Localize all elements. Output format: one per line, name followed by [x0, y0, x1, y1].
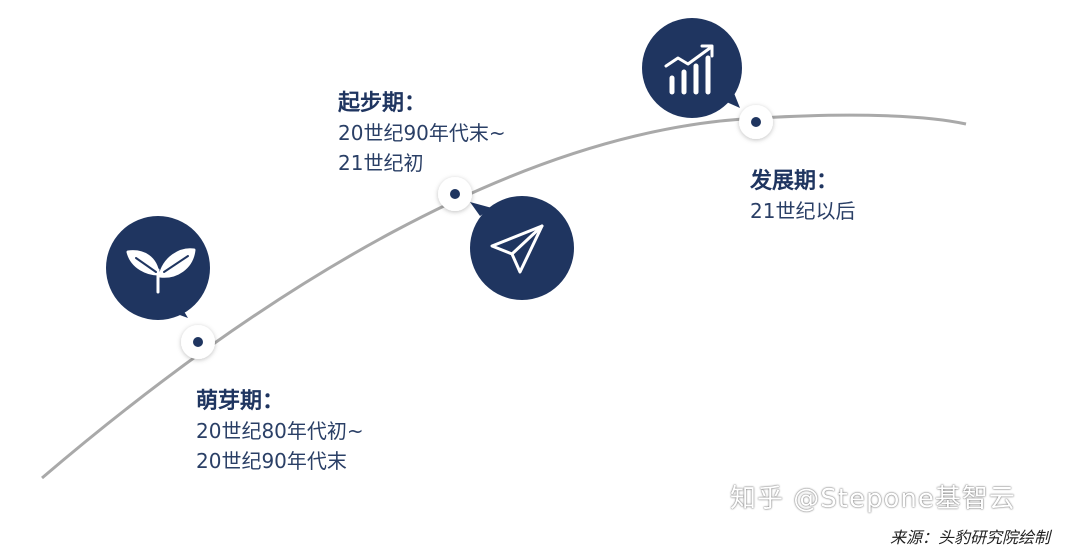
paper-plane-icon — [490, 224, 544, 274]
stage-title: 起步期： — [338, 91, 427, 116]
sprout-bubble — [106, 216, 210, 320]
marker-growth-dot — [751, 117, 761, 127]
stage-period-line: 21世纪初 — [338, 151, 424, 175]
stage-period-line: 20世纪90年代末~ — [338, 121, 506, 145]
paper-plane-bubble — [470, 196, 574, 300]
growth-chart-icon — [664, 44, 714, 95]
stage-period-line: 20世纪90年代末 — [196, 449, 347, 473]
stage-period-line: 21世纪以后 — [750, 199, 856, 223]
stage-start-label: 起步期： 20世纪90年代末~ 21世纪初 — [338, 90, 506, 178]
sprout-icon — [126, 248, 196, 294]
stage-sprout-label: 萌芽期： 20世纪80年代初~ 20世纪90年代末 — [196, 388, 364, 476]
growth-chart-bubble — [642, 18, 742, 118]
stage-growth-label: 发展期： 21世纪以后 — [750, 168, 855, 226]
source-note: 来源：头豹研究院绘制 — [889, 528, 1050, 547]
watermark: 知乎 @Stepone基智云 — [730, 484, 1016, 514]
marker-sprout-dot — [193, 337, 203, 347]
stage-period-line: 20世纪80年代初~ — [196, 419, 364, 443]
stage-title: 发展期： — [750, 169, 839, 194]
marker-start-dot — [450, 189, 460, 199]
stage-title: 萌芽期： — [196, 389, 285, 414]
